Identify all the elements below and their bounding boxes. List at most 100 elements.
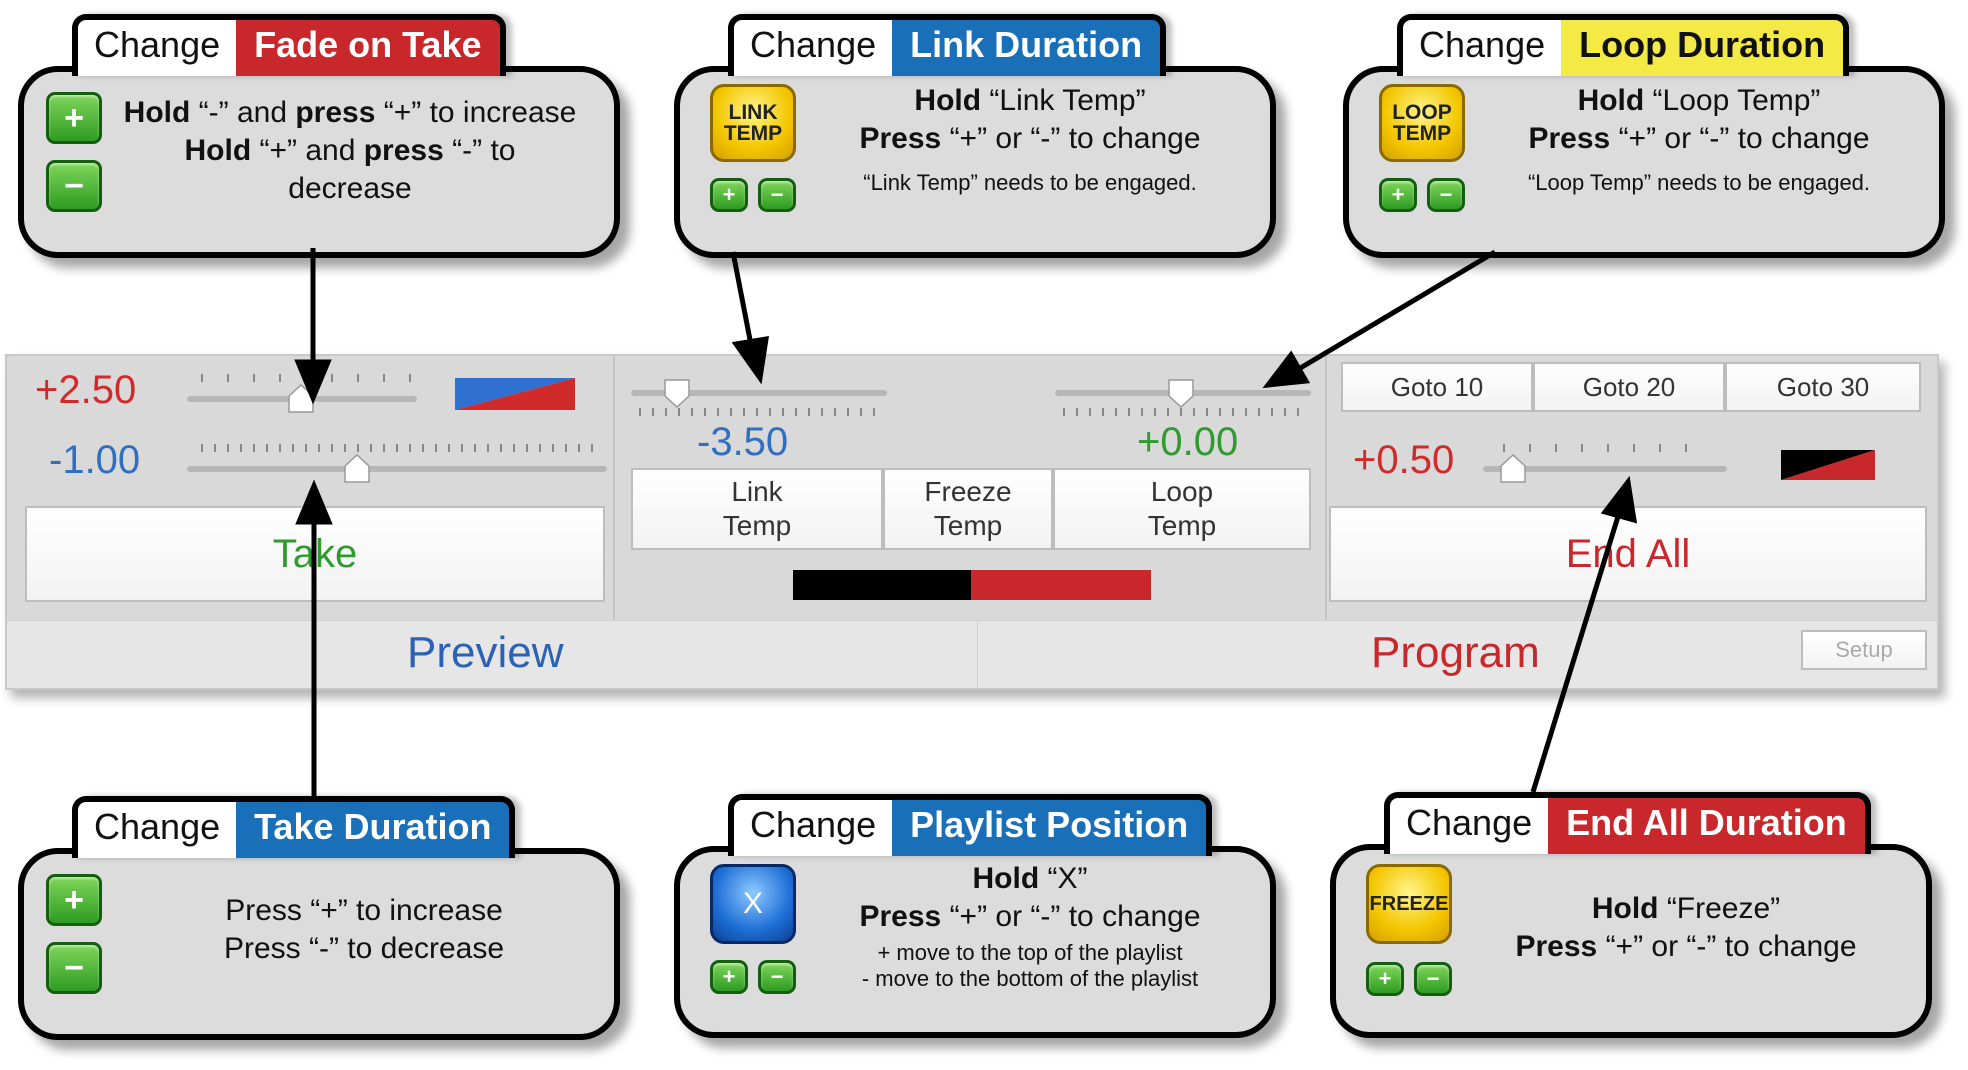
goto-10-label: Goto 10 <box>1390 371 1484 402</box>
end-all-slider-thumb[interactable] <box>1499 454 1527 484</box>
end-all-value: +0.50 <box>1353 438 1455 482</box>
callout-instructions: Hold “Loop Temp” Press “+” or “-” to cha… <box>1479 82 1919 196</box>
minus-icon: − <box>46 942 102 994</box>
minus-icon: − <box>1427 178 1465 212</box>
fade-slider-ticks <box>201 374 411 382</box>
take-slider[interactable] <box>187 466 607 472</box>
callout-body: FREEZE + − Hold “Freeze” Press “+” or “-… <box>1330 844 1932 1038</box>
callout-title: Take Duration <box>236 802 510 858</box>
link-temp-button[interactable]: Link Temp <box>631 468 883 550</box>
loop-slider-thumb[interactable] <box>1167 378 1195 408</box>
callout-note: + move to the top of the playlist <box>877 940 1183 965</box>
callout-title: Playlist Position <box>892 800 1207 856</box>
callout-body: + − Press “+” to increase Press “-” to d… <box>18 848 620 1040</box>
change-label: Change <box>734 20 893 76</box>
goto-20-label: Goto 20 <box>1582 371 1676 402</box>
loop-slider-ticks <box>1063 408 1303 416</box>
plus-icon: + <box>46 92 102 144</box>
change-label: Change <box>78 802 237 858</box>
end-all-button[interactable]: End All <box>1329 506 1927 602</box>
callout-title: Loop Duration <box>1561 20 1844 76</box>
divider <box>977 620 978 688</box>
callout-link-duration: Change Link Duration LINK TEMP + − Hold … <box>674 14 1276 258</box>
plus-icon: + <box>710 178 748 212</box>
end-all-slider[interactable] <box>1483 466 1727 472</box>
callout-title: Link Duration <box>892 20 1161 76</box>
control-panel: +2.50 -1.00 Take Preview -3.50 +0.00 Lin… <box>5 354 1939 690</box>
fade-value: +2.50 <box>35 368 137 412</box>
callout-tab: Change Fade on Take <box>72 14 506 76</box>
callout-take-duration: Change Take Duration + − Press “+” to in… <box>18 796 620 1040</box>
minus-icon: − <box>758 178 796 212</box>
callout-tab: Change Take Duration <box>72 796 516 858</box>
minus-icon: − <box>1414 962 1452 996</box>
callout-fade-on-take: Change Fade on Take + − Hold “-” and pre… <box>18 14 620 258</box>
take-duration-value: -1.00 <box>49 438 141 482</box>
end-indicator-icon <box>1781 450 1875 480</box>
setup-label: Setup <box>1835 637 1893 662</box>
callout-body: + − Hold “-” and press “+” to increase H… <box>18 66 620 258</box>
callout-note: - move to the bottom of the playlist <box>861 966 1199 991</box>
change-label: Change <box>734 800 893 856</box>
callout-title: End All Duration <box>1548 798 1865 854</box>
minus-icon: − <box>46 160 102 212</box>
link-slider[interactable] <box>631 390 887 396</box>
callout-body: LINK TEMP + − Hold “Link Temp” Press “+”… <box>674 66 1276 258</box>
callout-loop-duration: Change Loop Duration LOOP TEMP + − Hold … <box>1343 14 1945 258</box>
preview-label: Preview <box>407 628 564 677</box>
plus-icon: + <box>1379 178 1417 212</box>
end-all-label: End All <box>1565 531 1691 576</box>
plus-icon: + <box>710 960 748 994</box>
divider <box>613 356 615 620</box>
take-slider-thumb[interactable] <box>343 454 371 484</box>
callout-instructions: Hold “Link Temp” Press “+” or “-” to cha… <box>810 82 1250 196</box>
link-slider-thumb[interactable] <box>663 378 691 408</box>
loop-temp-button[interactable]: Loop Temp <box>1053 468 1311 550</box>
freeze-temp-label: Freeze Temp <box>924 476 1012 541</box>
goto-30-button[interactable]: Goto 30 <box>1725 362 1921 412</box>
link-duration-value: -3.50 <box>697 420 789 464</box>
playlist-position-bar <box>793 570 1151 600</box>
fade-indicator-icon <box>455 378 575 410</box>
loop-temp-icon: LOOP TEMP <box>1379 84 1465 162</box>
callout-note: “Link Temp” needs to be engaged. <box>863 170 1197 195</box>
change-label: Change <box>1390 798 1549 854</box>
callout-body: X + − Hold “X” Press “+” or “-” to chang… <box>674 846 1276 1038</box>
callout-tab: Change End All Duration <box>1384 792 1871 854</box>
callout-end-all-duration: Change End All Duration FREEZE + − Hold … <box>1330 792 1932 1038</box>
program-label: Program <box>1371 628 1540 677</box>
callout-instructions: Hold “X” Press “+” or “-” to change + mo… <box>810 860 1250 992</box>
take-button[interactable]: Take <box>25 506 605 602</box>
loop-duration-value: +0.00 <box>1137 420 1239 464</box>
link-slider-ticks <box>639 408 879 416</box>
callout-tab: Change Loop Duration <box>1397 14 1850 76</box>
minus-icon: − <box>758 960 796 994</box>
take-button-label: Take <box>272 531 358 576</box>
goto-10-button[interactable]: Goto 10 <box>1341 362 1533 412</box>
change-label: Change <box>1403 20 1562 76</box>
fade-slider-thumb[interactable] <box>287 384 315 414</box>
setup-button[interactable]: Setup <box>1801 630 1927 670</box>
change-label: Change <box>78 20 237 76</box>
freeze-temp-button[interactable]: Freeze Temp <box>883 468 1053 550</box>
freeze-icon: FREEZE <box>1366 864 1452 944</box>
take-slider-ticks <box>201 444 601 452</box>
plus-icon: + <box>1366 962 1404 996</box>
link-temp-label: Link Temp <box>722 476 792 541</box>
goto-20-button[interactable]: Goto 20 <box>1533 362 1725 412</box>
footer-bar <box>7 620 1937 688</box>
end-slider-ticks <box>1503 444 1703 452</box>
divider <box>1325 356 1327 620</box>
plus-icon: + <box>46 874 102 926</box>
callout-instructions: Press “+” to increase Press “-” to decre… <box>223 894 505 965</box>
loop-temp-label: Loop Temp <box>1147 476 1217 541</box>
callout-instructions: Hold “-” and press “+” to increase Hold … <box>123 96 577 205</box>
x-button-icon: X <box>710 864 796 944</box>
callout-note: “Loop Temp” needs to be engaged. <box>1527 170 1871 195</box>
callout-title: Fade on Take <box>236 20 500 76</box>
callout-instructions: Hold “Freeze” Press “+” or “-” to change <box>1515 892 1857 963</box>
link-temp-icon: LINK TEMP <box>710 84 796 162</box>
callout-body: LOOP TEMP + − Hold “Loop Temp” Press “+”… <box>1343 66 1945 258</box>
callout-tab: Change Playlist Position <box>728 794 1213 856</box>
callout-tab: Change Link Duration <box>728 14 1167 76</box>
